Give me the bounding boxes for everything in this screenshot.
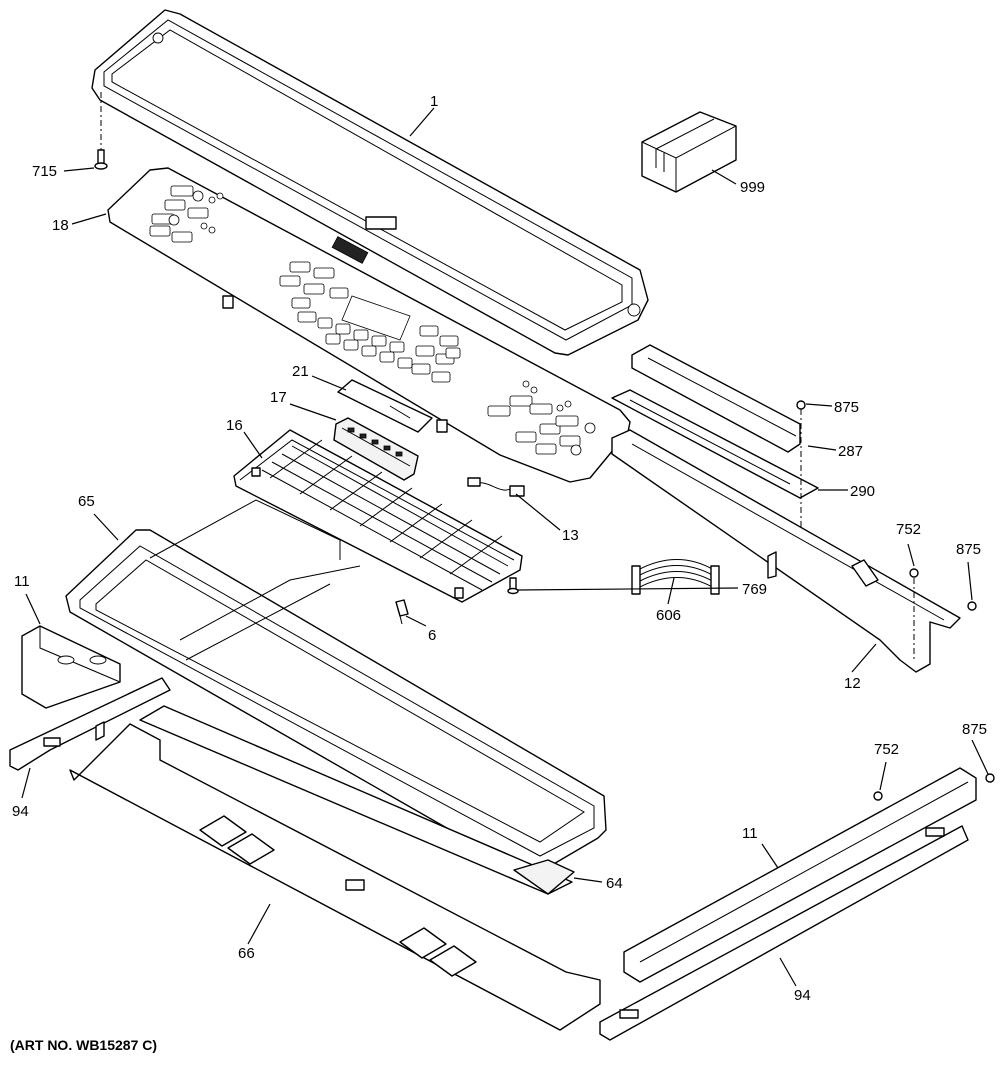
part-999-parts-box bbox=[641, 111, 737, 193]
part-66-bottom-tray bbox=[69, 723, 601, 1031]
part-94-rail-left bbox=[9, 677, 171, 771]
callout-94-a: 94 bbox=[12, 803, 29, 820]
part-11-side-rail-right bbox=[623, 767, 977, 983]
callout-6: 6 bbox=[428, 627, 436, 644]
callout-labels: 1 715 999 18 21 17 16 875 287 290 13 752… bbox=[10, 93, 987, 1053]
part-17-connector bbox=[333, 417, 419, 481]
callout-606: 606 bbox=[656, 607, 681, 624]
part-752-screw-lower bbox=[873, 791, 883, 801]
callout-290: 290 bbox=[850, 483, 875, 500]
part-715-screw bbox=[94, 92, 108, 170]
leader-lines bbox=[21, 107, 989, 987]
callout-11-a: 11 bbox=[14, 573, 30, 590]
part-65-trim-frame bbox=[65, 529, 607, 873]
callout-769: 769 bbox=[742, 581, 767, 598]
callout-875-b: 875 bbox=[956, 541, 981, 558]
callout-999: 999 bbox=[740, 179, 765, 196]
part-64-insulation bbox=[139, 705, 575, 895]
callout-13: 13 bbox=[562, 527, 579, 544]
part-11-side-bracket-left bbox=[21, 625, 121, 709]
callout-21: 21 bbox=[292, 363, 309, 380]
part-16-control-board bbox=[233, 429, 523, 603]
callout-875-c: 875 bbox=[962, 721, 987, 738]
callout-715: 715 bbox=[32, 163, 57, 180]
part-290-gasket-strip bbox=[611, 389, 819, 499]
part-769-screw bbox=[507, 577, 519, 595]
callout-94-b: 94 bbox=[794, 987, 811, 1004]
part-875-screw-upper bbox=[796, 400, 806, 530]
callout-16: 16 bbox=[226, 417, 243, 434]
callout-1: 1 bbox=[430, 93, 438, 110]
part-94-rail-right bbox=[599, 825, 969, 1041]
callout-287: 287 bbox=[838, 443, 863, 460]
part-1-control-panel-frame bbox=[91, 9, 649, 356]
callout-11-b: 11 bbox=[742, 825, 758, 842]
callout-17: 17 bbox=[270, 389, 287, 406]
callout-65: 65 bbox=[78, 493, 95, 510]
callout-64: 64 bbox=[606, 875, 623, 892]
callout-875-a: 875 bbox=[834, 399, 859, 416]
part-287-trim-strip bbox=[631, 344, 801, 453]
part-752-screw-upper bbox=[909, 568, 919, 578]
callout-18: 18 bbox=[52, 217, 69, 234]
part-606-ribbon-cable bbox=[631, 559, 720, 595]
part-13-wire-harness bbox=[467, 477, 525, 497]
part-21-display-window bbox=[337, 379, 433, 433]
part-12-bracket bbox=[611, 429, 961, 673]
callout-752-a: 752 bbox=[896, 521, 921, 538]
callout-66: 66 bbox=[238, 945, 255, 962]
chassis-pan bbox=[149, 499, 361, 661]
part-875-screw-lower bbox=[985, 773, 995, 783]
art-number-caption: (ART NO. WB15287 C) bbox=[10, 1037, 157, 1053]
part-875-screw-right bbox=[967, 601, 977, 611]
callout-752-b: 752 bbox=[874, 741, 899, 758]
callout-12: 12 bbox=[844, 675, 861, 692]
part-6-clip bbox=[395, 599, 409, 625]
